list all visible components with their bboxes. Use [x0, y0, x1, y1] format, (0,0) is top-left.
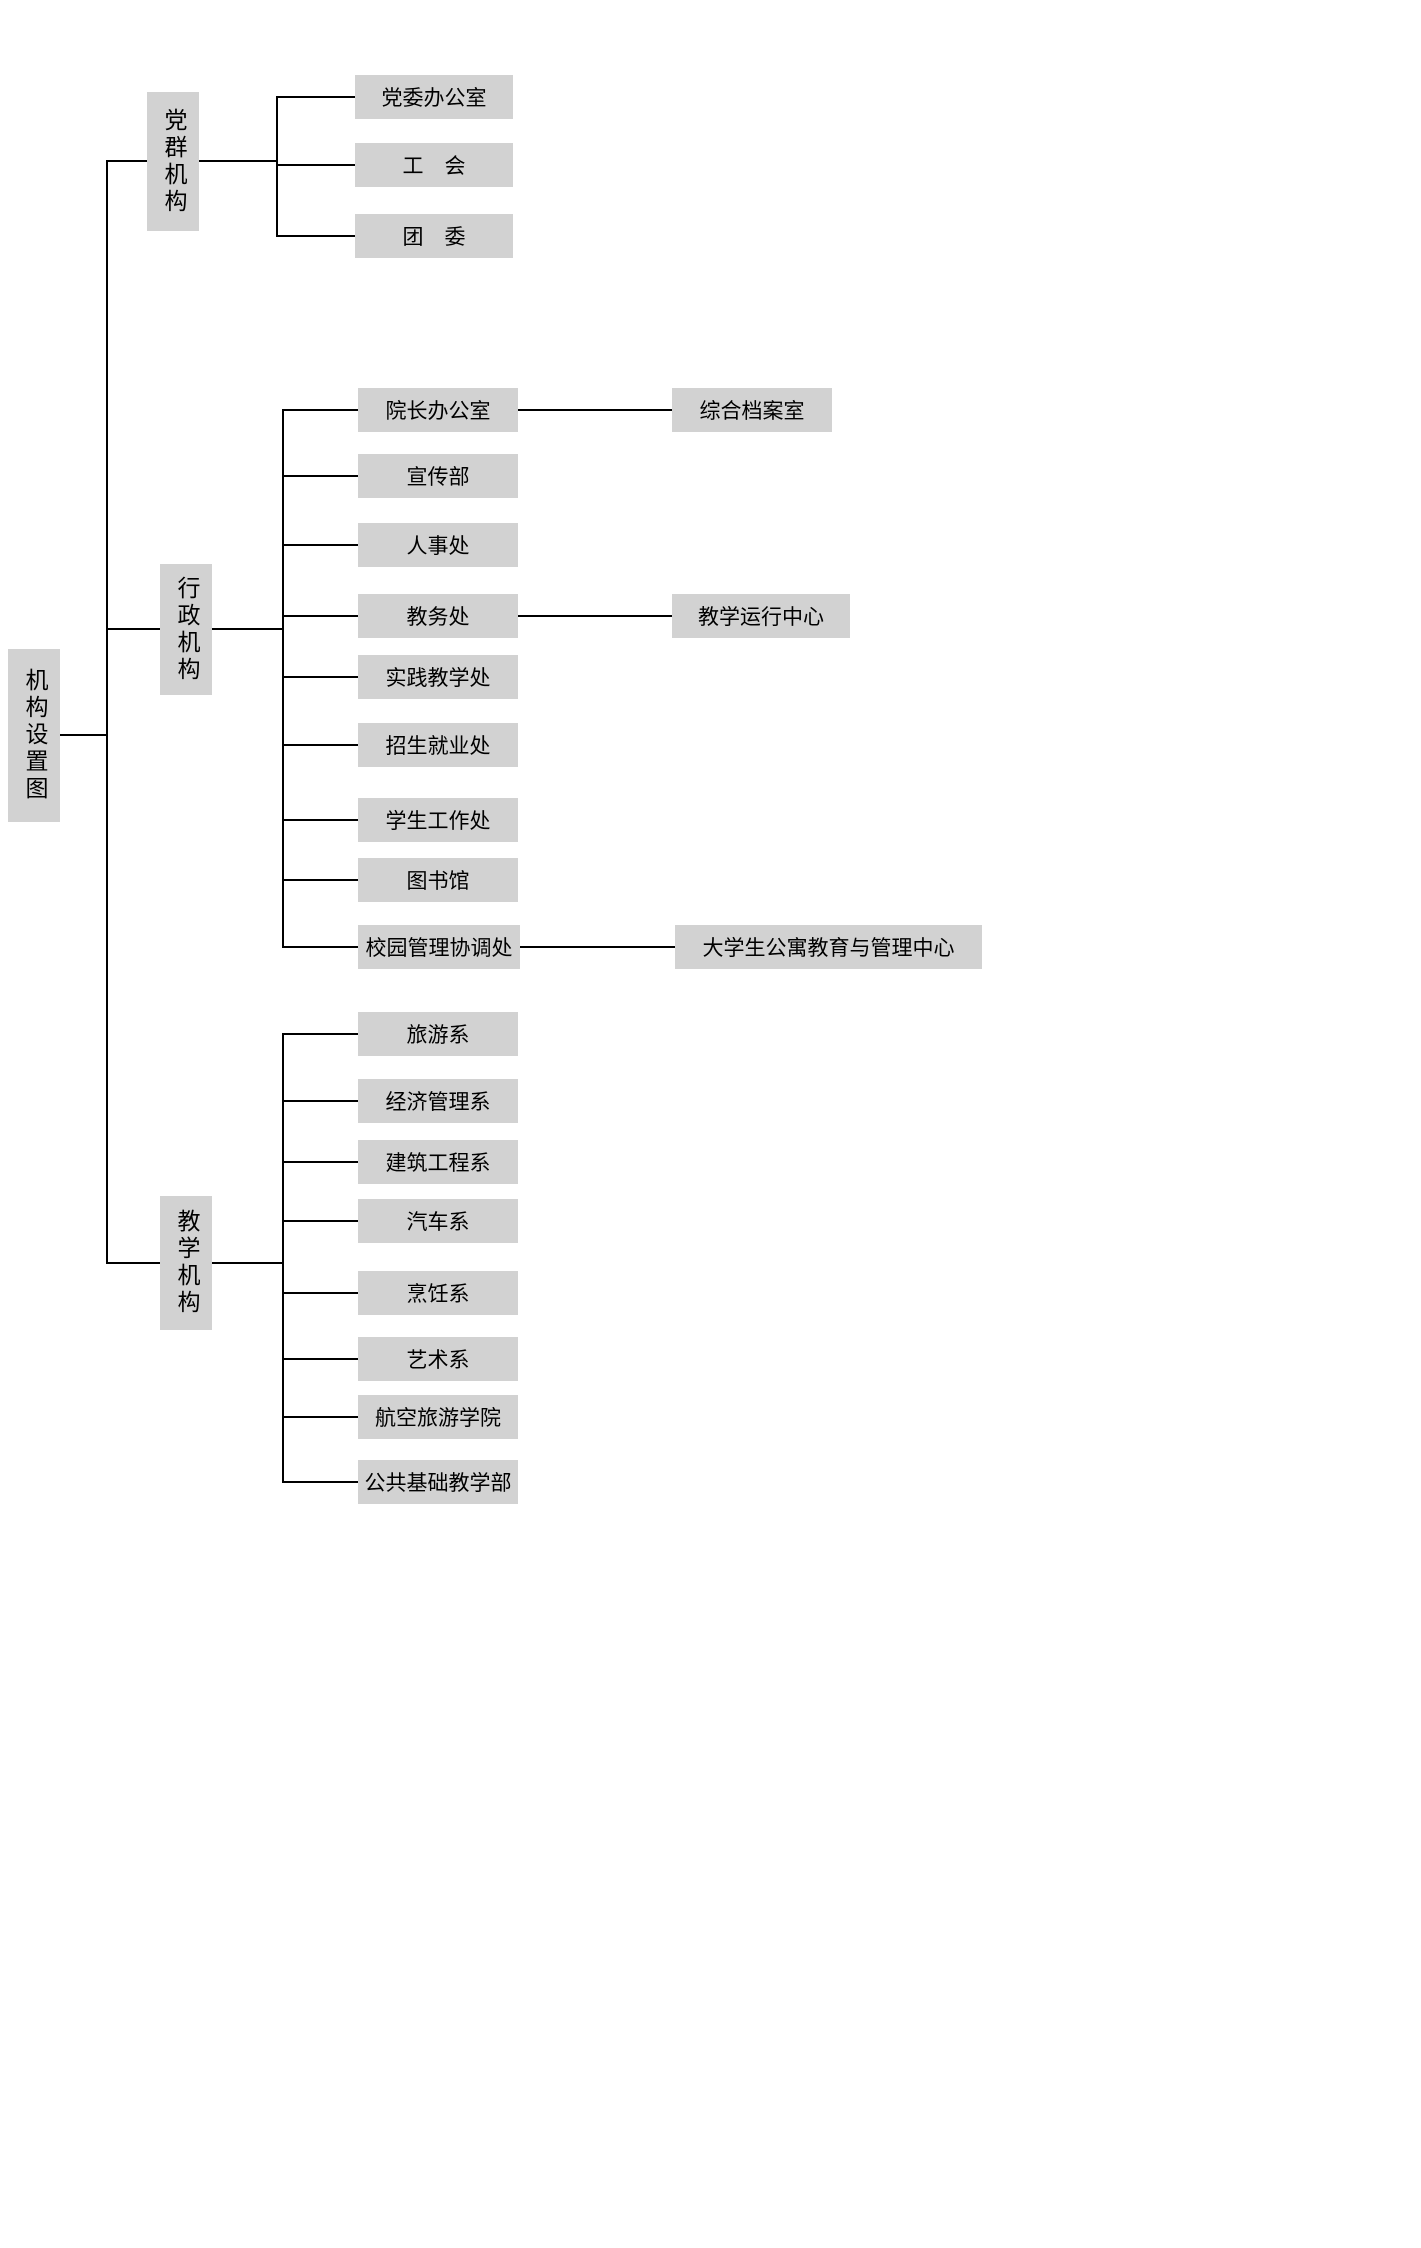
node-personnel-office: 人事处 — [358, 523, 518, 567]
node-labor-union: 工 会 — [355, 143, 513, 187]
node-president-office: 院长办公室 — [358, 388, 518, 432]
connector-line — [282, 1220, 358, 1222]
node-propaganda-department: 宣传部 — [358, 454, 518, 498]
node-automotive-department: 汽车系 — [358, 1199, 518, 1243]
connector-line — [276, 96, 278, 237]
node-student-apartment-education-management-center: 大学生公寓教育与管理中心 — [675, 925, 982, 969]
connector-line — [282, 946, 358, 948]
node-economics-management-department: 经济管理系 — [358, 1079, 518, 1123]
connector-line — [282, 1161, 358, 1163]
node-teaching-operations-center: 教学运行中心 — [672, 594, 850, 638]
connector-line — [212, 1262, 283, 1264]
branch-teaching-organizations: 教学机构 — [160, 1196, 212, 1330]
root-title: 机构设置图 — [8, 649, 60, 822]
connector-line — [282, 409, 358, 411]
node-campus-management-coordination-office: 校园管理协调处 — [358, 925, 520, 969]
connector-line — [60, 734, 106, 736]
connector-line — [282, 544, 358, 546]
connector-line — [520, 946, 675, 948]
node-public-basic-teaching-department: 公共基础教学部 — [358, 1460, 518, 1504]
node-culinary-department: 烹饪系 — [358, 1271, 518, 1315]
connector-line — [282, 744, 358, 746]
connector-line — [282, 409, 284, 948]
node-library: 图书馆 — [358, 858, 518, 902]
connector-line — [106, 160, 108, 1264]
branch-administrative-organizations: 行政机构 — [160, 564, 212, 695]
connector-line — [276, 235, 355, 237]
node-construction-engineering-department: 建筑工程系 — [358, 1140, 518, 1184]
connector-line — [282, 819, 358, 821]
connector-line — [518, 409, 672, 411]
connector-line — [199, 160, 277, 162]
node-practical-teaching-office: 实践教学处 — [358, 655, 518, 699]
connector-line — [282, 1416, 358, 1418]
node-aviation-tourism-college: 航空旅游学院 — [358, 1395, 518, 1439]
branch-party-mass-organizations: 党群机构 — [147, 92, 199, 231]
connector-line — [282, 615, 358, 617]
connector-line — [282, 1033, 358, 1035]
connector-line — [282, 676, 358, 678]
connector-line — [282, 1481, 358, 1483]
connector-line — [276, 164, 355, 166]
node-party-committee-office: 党委办公室 — [355, 75, 513, 119]
connector-line — [276, 96, 355, 98]
connector-line — [282, 1358, 358, 1360]
connector-line — [106, 1262, 160, 1264]
node-academic-affairs-office: 教务处 — [358, 594, 518, 638]
connector-line — [282, 1292, 358, 1294]
connector-line — [282, 475, 358, 477]
connector-line — [106, 160, 147, 162]
node-student-affairs-office: 学生工作处 — [358, 798, 518, 842]
connector-line — [518, 615, 672, 617]
connector-line — [282, 1033, 284, 1483]
node-tourism-department: 旅游系 — [358, 1012, 518, 1056]
node-youth-league-committee: 团 委 — [355, 214, 513, 258]
node-admissions-employment-office: 招生就业处 — [358, 723, 518, 767]
node-comprehensive-archives-room: 综合档案室 — [672, 388, 832, 432]
connector-line — [282, 879, 358, 881]
connector-line — [282, 1100, 358, 1102]
connector-line — [212, 628, 283, 630]
node-art-department: 艺术系 — [358, 1337, 518, 1381]
connector-line — [106, 628, 160, 630]
